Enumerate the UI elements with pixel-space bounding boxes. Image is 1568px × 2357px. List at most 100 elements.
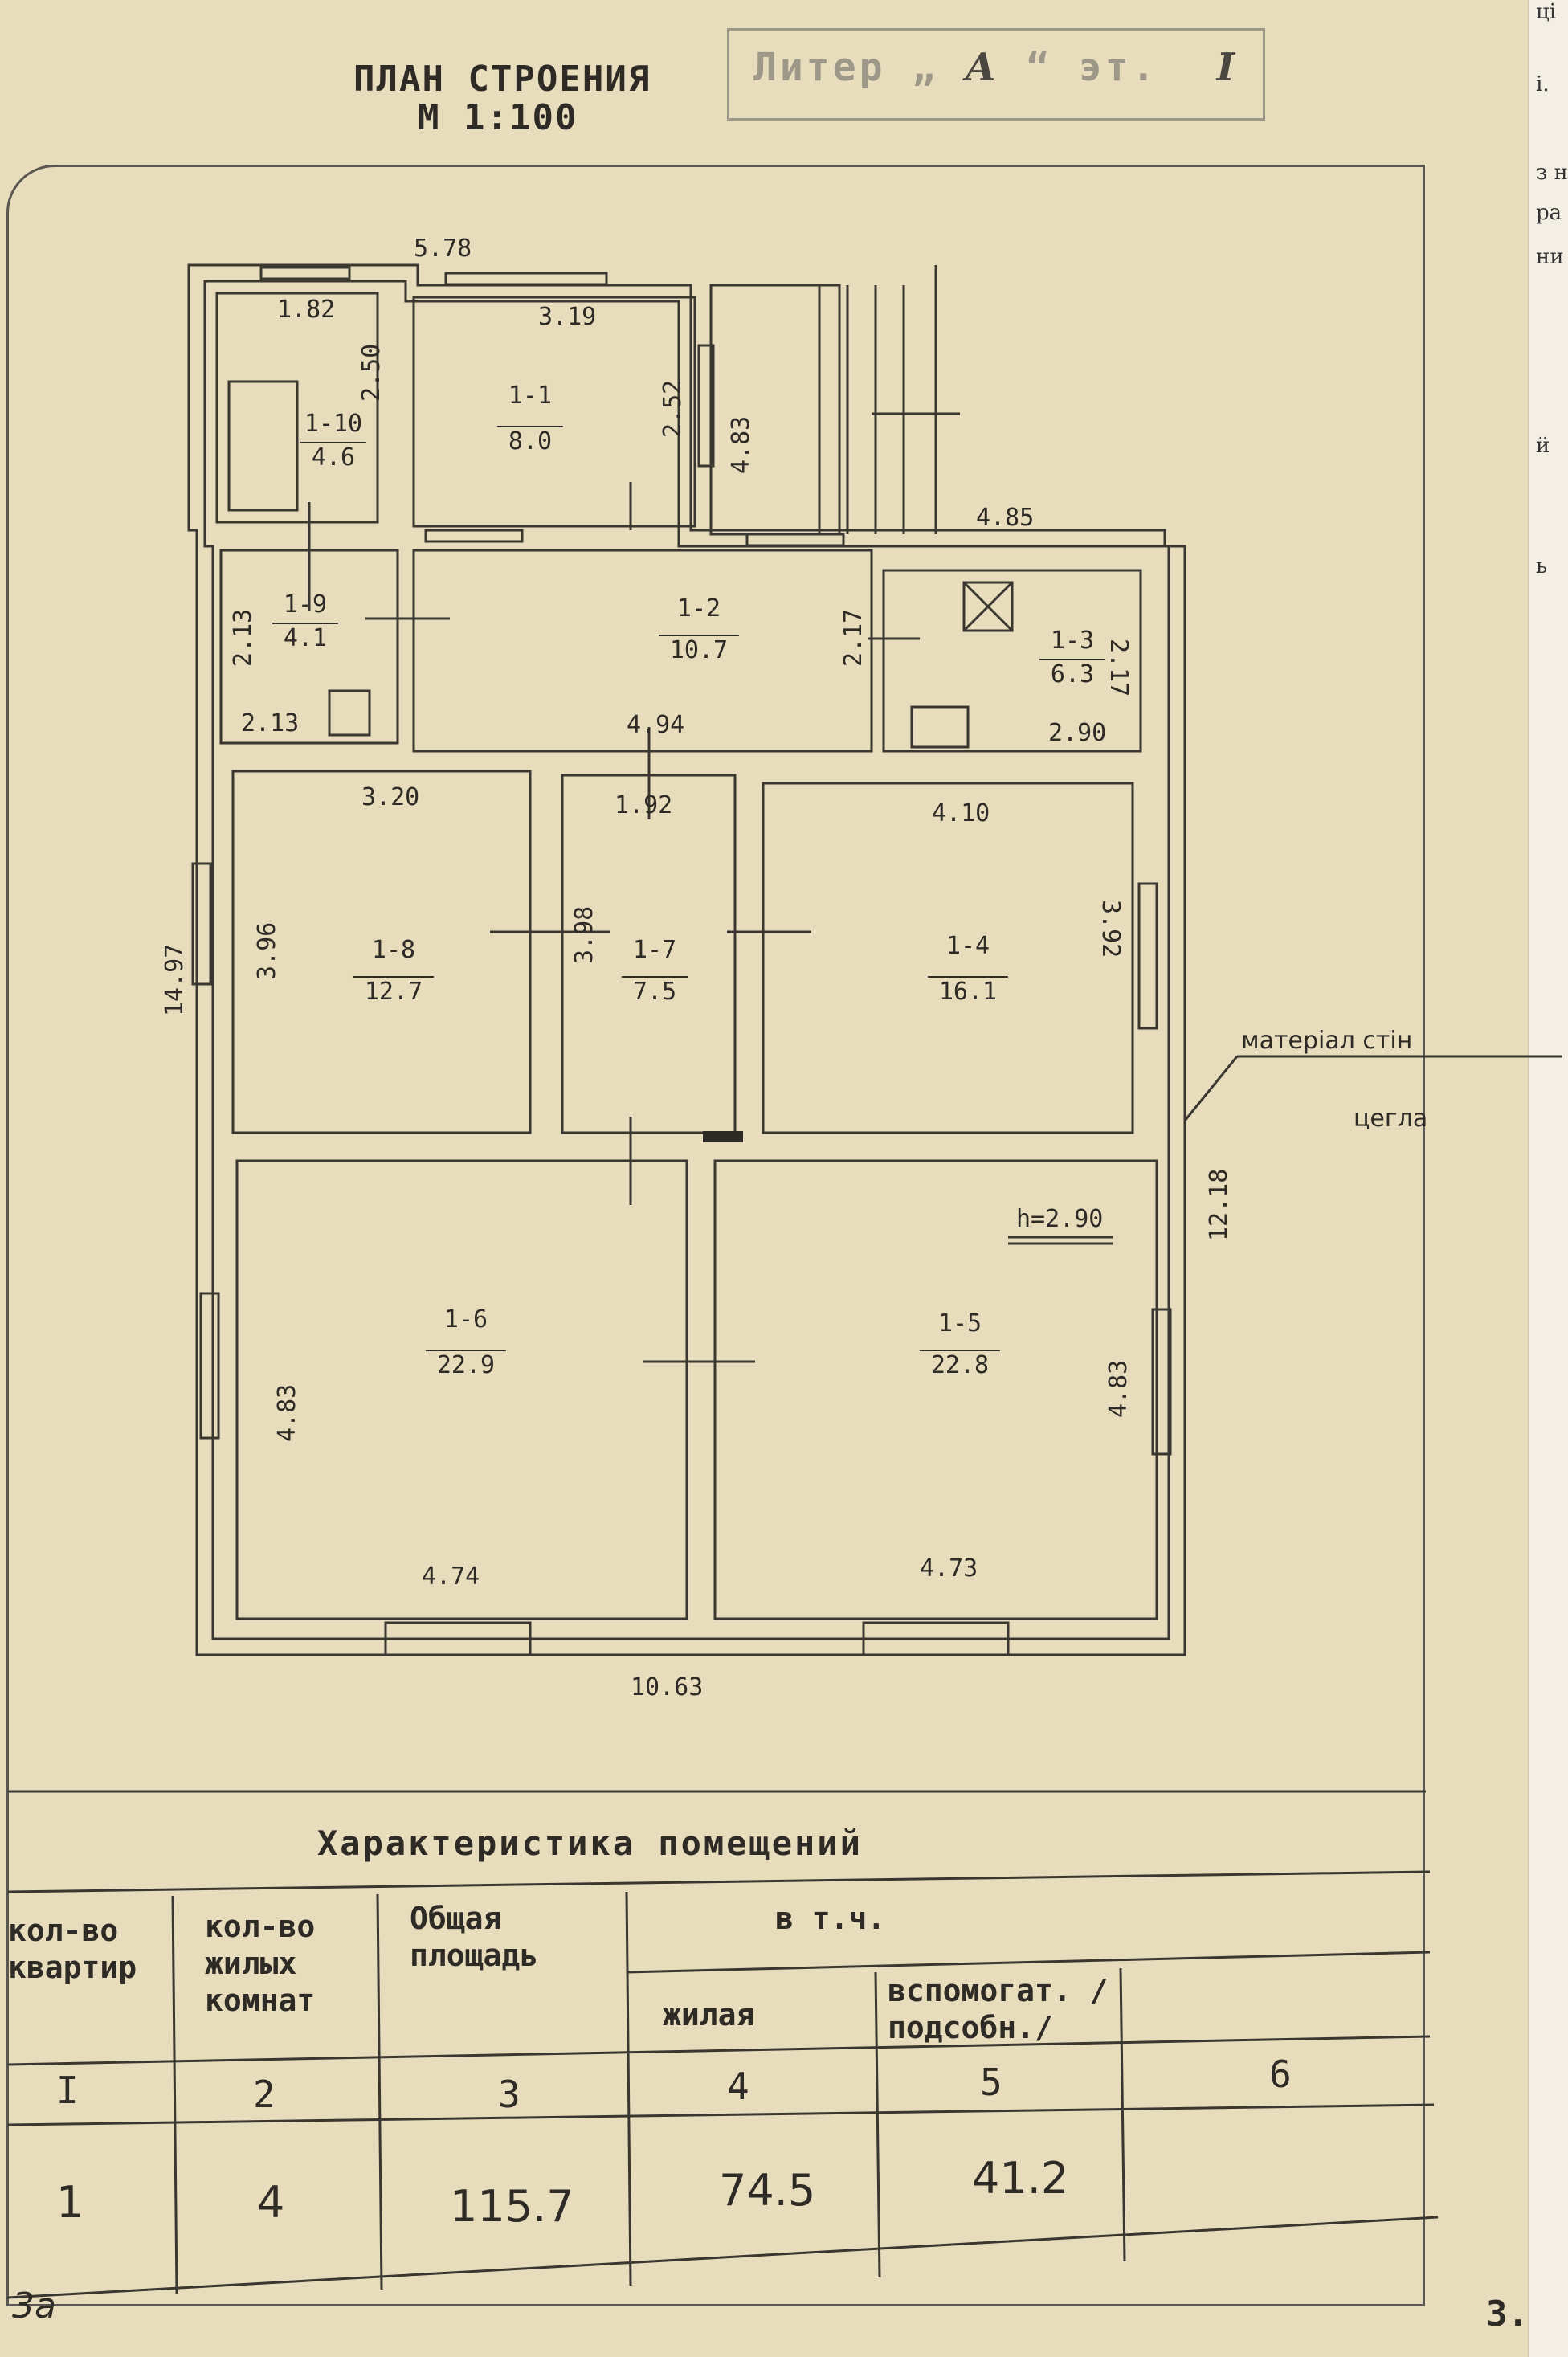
vent <box>962 581 1014 632</box>
room-1-5-outline <box>713 1159 1158 1620</box>
window <box>384 1621 532 1656</box>
header-living-rooms: кол-во жилых комнат <box>205 1909 316 2018</box>
page-number: 3. <box>1486 2294 1529 2335</box>
overall-total-width: 10.63 <box>631 1673 704 1701</box>
adjacent-text-fragment: i. <box>1536 72 1550 96</box>
stamp-label: Литер „ <box>753 45 939 90</box>
liter-stamp: Литер „ А “ эт. I <box>727 28 1265 121</box>
room-area-1-2: 10.7 <box>658 635 740 664</box>
room-label-1-8: 1-8 <box>371 936 416 964</box>
door-symbol <box>703 1131 743 1142</box>
window <box>1151 1308 1172 1456</box>
room-dim-1-3-width: 2.90 <box>1048 719 1107 747</box>
value-apartments: 1 <box>56 2177 84 2228</box>
page-title: ПЛАН СТРОЕНИЯ М 1:100 <box>353 60 651 137</box>
room-1-10-outline <box>215 292 379 524</box>
adjacent-text-fragment: з н <box>1536 161 1568 185</box>
stamp-floor-value: I <box>1216 45 1239 90</box>
column-number-6: 6 <box>1269 2053 1292 2096</box>
wall-material-label: матеріал стін <box>1241 1027 1413 1055</box>
value-auxiliary: 41.2 <box>972 2153 1069 2204</box>
room-label-1-1: 1-1 <box>508 382 553 410</box>
title-line-1: ПЛАН СТРОЕНИЯ <box>353 59 651 100</box>
room-label-1-10: 1-10 <box>304 410 363 438</box>
room-dim-1-8-width: 3.20 <box>361 783 420 811</box>
header-apartments: кол-во квартир <box>8 1913 137 1985</box>
room-area-1-7: 7.5 <box>621 976 688 1006</box>
room-dim-1-2-width: 4.94 <box>627 711 685 739</box>
room-label-1-5: 1-5 <box>937 1309 982 1338</box>
room-label-1-3: 1-3 <box>1050 627 1095 655</box>
header-living: жилая <box>663 1997 755 2032</box>
room-dim-1-10-width: 1.82 <box>277 296 336 324</box>
stove <box>328 689 371 737</box>
room-1-4-outline <box>762 782 1134 1134</box>
sheet-frame <box>6 165 1425 2306</box>
stamp-letter: А <box>965 45 1000 90</box>
column-number-2: 2 <box>253 2073 276 2116</box>
window <box>444 272 608 286</box>
header-incl: в т.ч. <box>775 1901 886 1936</box>
room-area-1-9: 4.1 <box>272 623 339 652</box>
window <box>1137 882 1158 1030</box>
room-dim-1-5-width: 4.73 <box>920 1554 978 1583</box>
window <box>862 1621 1010 1656</box>
room-area-1-8: 12.7 <box>353 976 435 1006</box>
overall-top-width: 5.78 <box>414 235 472 263</box>
column-number-4: 4 <box>727 2065 749 2108</box>
room-label-1-6: 1-6 <box>443 1305 488 1334</box>
title-line-2: М 1:100 <box>418 97 578 138</box>
header-total-area: Общая площадь <box>410 1901 539 1973</box>
value-living: 74.5 <box>719 2165 816 2216</box>
room-dim-1-7-width: 1.92 <box>615 791 673 819</box>
room-label-1-4: 1-4 <box>945 932 990 960</box>
room-1-6-outline <box>235 1159 688 1620</box>
window <box>199 1292 220 1440</box>
room-area-1-10: 4.6 <box>300 442 367 472</box>
room-label-1-9: 1-9 <box>283 590 328 619</box>
adjacent-page-edge: ці i. з н ра ни й ь <box>1528 0 1568 2357</box>
value-living-rooms: 4 <box>257 2177 285 2228</box>
room-dim-1-6-width: 4.74 <box>422 1562 480 1591</box>
adjacent-text-fragment: й <box>1536 434 1550 458</box>
room-area-1-3: 6.3 <box>1039 659 1106 688</box>
room-1-3-outline <box>882 569 1142 753</box>
room-area-1-6: 22.9 <box>425 1350 507 1379</box>
window <box>424 529 524 543</box>
room-label-1-2: 1-2 <box>676 594 721 623</box>
room-label-1-7: 1-7 <box>632 936 677 964</box>
room-1-2-outline <box>412 549 873 753</box>
window <box>259 266 351 280</box>
adjacent-text-fragment: ь <box>1536 554 1548 578</box>
adjacent-text-fragment: ра <box>1536 201 1562 225</box>
leader-line <box>1183 1056 1239 1121</box>
stove <box>910 705 970 749</box>
window <box>697 344 715 468</box>
room-1-1-outline <box>412 296 696 528</box>
overall-right-upper-width: 4.85 <box>976 504 1035 532</box>
column-number-5: 5 <box>980 2061 1002 2104</box>
stamp-floor-label: эт. <box>1079 45 1158 90</box>
header-auxiliary: вспомогат. /подсобн./ <box>888 1973 1109 2045</box>
room-area-1-4: 16.1 <box>927 976 1009 1006</box>
room-dim-1-9-width: 2.13 <box>241 709 300 737</box>
room-area-1-1: 8.0 <box>496 426 564 455</box>
bathtub <box>227 380 299 512</box>
window <box>191 862 212 986</box>
column-number-3: 3 <box>498 2073 521 2116</box>
footer-left: 3а <box>12 2286 56 2326</box>
ceiling-height: h=2.90 <box>1016 1205 1104 1233</box>
table-title: Характеристика помещений <box>317 1824 863 1863</box>
value-total-area: 115.7 <box>450 2181 574 2232</box>
outer-wall-inner <box>203 280 1170 1640</box>
room-dim-1-1-width: 3.19 <box>538 303 597 331</box>
adjacent-text-fragment: ни <box>1536 245 1564 269</box>
room-dim-1-4-width: 4.10 <box>932 799 990 827</box>
window <box>745 533 845 547</box>
room-1-8-outline <box>231 770 532 1134</box>
adjacent-text-fragment: ці <box>1536 0 1557 24</box>
stamp-quote: “ <box>1026 45 1053 90</box>
vent-cross <box>962 581 1014 632</box>
